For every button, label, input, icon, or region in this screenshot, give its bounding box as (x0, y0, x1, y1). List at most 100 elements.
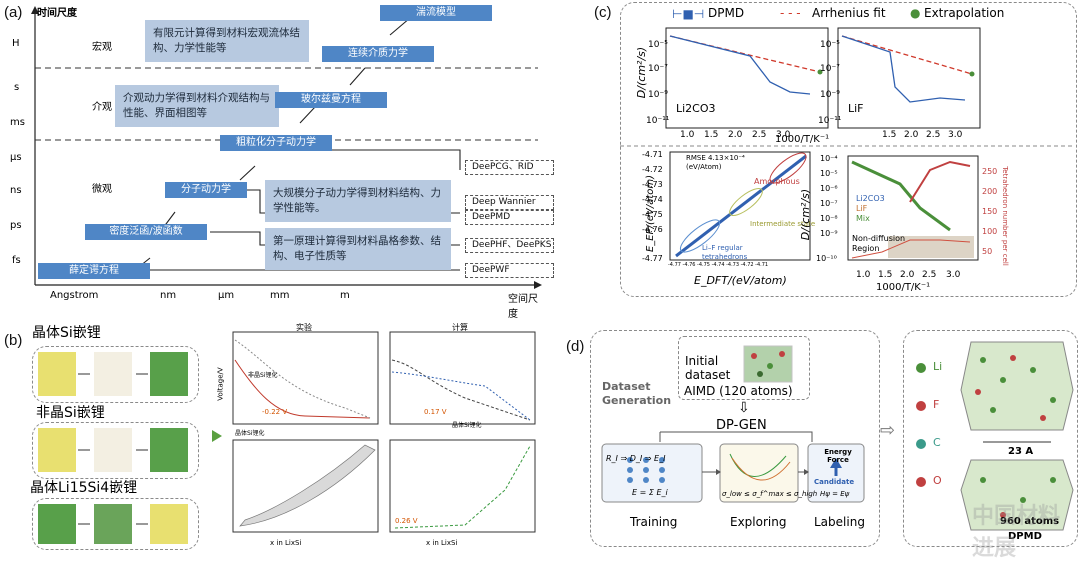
annotation-2: 晶体Si锂化 (235, 430, 265, 437)
panel-a-axes (31, 6, 542, 289)
d-tick-2: 10⁻⁵ (820, 169, 838, 178)
c-xtick-1: 1.0 (680, 130, 695, 140)
d-tick-1: 10⁻⁴ (820, 154, 838, 163)
panel-c-tag: (c) (594, 4, 612, 21)
desc-meso: 介观动力学得到材料介观结构与性能、界面相图等 (115, 85, 279, 127)
c-ytick-4: 10⁻¹¹ (646, 116, 670, 126)
method-cgmd: 粗粒化分子动力学 (220, 135, 332, 151)
e-ytick-1: -4.71 (642, 150, 663, 159)
annotation-3: 晶体Si锂化 (452, 422, 482, 429)
d-tick-7: 10⁻¹⁰ (816, 254, 837, 263)
training-label: Training (630, 515, 678, 529)
x-tick-angstrom: Angstrom (50, 290, 99, 301)
panel-c: ⊢■⊣ DPMD - - - Arrhenius fit ● Extrapola… (620, 2, 1075, 295)
non-diffusion-label: Non-diffusion Region (852, 234, 906, 253)
size-label: 23 A (1008, 446, 1034, 457)
legend-arrhenius-icon: - - - (780, 6, 801, 20)
method-md: 分子动力学 (165, 182, 247, 198)
v-label-2: 0.17 V (424, 408, 447, 416)
y-tick-ns: ns (10, 185, 22, 196)
dp-deepmd: DeePMD (465, 210, 554, 225)
dp-wannier: Deep Wannier (465, 195, 554, 210)
d-tick-4: 10⁻⁷ (820, 199, 838, 208)
d-tick-6: 10⁻⁹ (820, 229, 838, 238)
b-xlabel-2: x in LixSi (426, 539, 458, 547)
desc-md: 大规模分子动力学得到材料结构、力学性能等。 (265, 180, 451, 222)
dp-deepcg: DeePCG、RID (465, 160, 554, 175)
v-label-3: 0.26 V (395, 517, 418, 525)
panel-b: 晶体Si嵌锂 非晶Si嵌锂 晶体Li15Si4嵌锂 实验 计算 -0. (0, 320, 545, 550)
c-ytick-b3: 10⁻⁹ (820, 90, 840, 100)
y-tick-h: H (12, 38, 20, 49)
method-boltzmann: 玻尔兹曼方程 (275, 92, 387, 108)
yr-tick-3: 150 (982, 207, 998, 216)
c-xtick-3: 2.0 (728, 130, 743, 140)
y-tick-ms: ms (10, 117, 25, 128)
c-ytick-b1: 10⁻⁵ (820, 40, 840, 50)
atoms-label: 960 atoms (1000, 516, 1060, 527)
dpgen-loop (601, 431, 865, 503)
c-ytick-b4: 10⁻¹¹ (818, 116, 842, 126)
c-xlabel-1: 1000/T/K⁻¹ (775, 134, 830, 145)
c-ytick-3: 10⁻⁹ (648, 90, 668, 100)
x-tick-um: μm (218, 290, 235, 301)
c-xtick-b4: 3.0 (948, 130, 963, 140)
right-axis-label: Tetrahedron number per cell (1000, 166, 1009, 266)
exp-title: 实验 (296, 323, 312, 332)
d-tick-3: 10⁻⁶ (820, 184, 838, 193)
intermediate-label: Intermediate state (750, 220, 816, 228)
initial-dataset-box (678, 336, 810, 400)
panel-c-frame (620, 2, 1077, 297)
initial-dataset-label: Initial dataset (685, 354, 731, 382)
e-ytick-2: -4.72 (642, 165, 663, 174)
title-crystal-si: 晶体Si嵌锂 (32, 325, 101, 341)
annotation-1: 非晶Si锂化 (248, 372, 278, 379)
y-tick-s: s (14, 82, 20, 93)
element-o: O (933, 474, 942, 487)
legend-dpmd-icon: ⊢■⊣ (672, 7, 705, 21)
legend-dpmd: DPMD (708, 6, 745, 20)
dpgen-label: DP-GEN (716, 418, 767, 433)
method-continuum: 连续介质力学 (322, 46, 434, 62)
element-f: F (933, 398, 940, 411)
energy-xticks: -4.77 -4.76 -4.75 -4.74 -4.73 -4.72 -4.7… (668, 262, 769, 268)
c-xtick2-3: 2.0 (900, 270, 915, 280)
dp-deepwf: DeePWF (465, 263, 554, 278)
watermark: 中国材料进展 (972, 504, 1061, 561)
desc-macro: 有限元计算得到材料宏观流体结构、力学性能等 (145, 20, 309, 62)
calc-title: 计算 (452, 323, 468, 332)
dpmd-label: DPMD (1008, 531, 1042, 542)
aimd-label: AIMD (120 atoms) (684, 384, 793, 398)
label-candidate: Candidate (814, 478, 855, 486)
c-xtick2-5: 3.0 (946, 270, 961, 280)
voltage-plots (232, 331, 536, 533)
c-ytick-2: 10⁻⁷ (648, 64, 668, 74)
e-ytick-4: -4.74 (642, 195, 663, 204)
initial-structure-img (743, 345, 793, 383)
level-macro: 宏观 (92, 42, 112, 53)
element-c: C (933, 436, 941, 449)
title-amorph-si: 非晶Si嵌锂 (36, 405, 105, 421)
label-formula: Hψ = Eψ (820, 490, 850, 498)
level-micro: 微观 (92, 184, 112, 195)
c-ylabel-2: D/(cm²/s) (799, 188, 813, 241)
yr-tick-1: 250 (982, 167, 998, 176)
b-xlabel-1: x in LixSi (270, 539, 302, 547)
c-xtick2-1: 1.0 (856, 270, 871, 280)
desc-first: 第一原理计算得到材料晶格参数、结构、电子性质等 (265, 228, 451, 270)
c-ylabel-1: D/(cm²/s) (635, 46, 649, 99)
legend2-lif: LiF (856, 204, 868, 213)
c-label-li2co3: Li2CO3 (676, 102, 716, 115)
dp-deephf: DeePHF、DeePKS (465, 238, 554, 253)
diffusion-plots-top (665, 27, 981, 129)
b-ylabel: Voltage/V (216, 367, 225, 401)
x-tick-nm: nm (160, 290, 177, 301)
yr-tick-4: 100 (982, 227, 998, 236)
panel-d-tag: (d) (566, 338, 585, 355)
c-xtick-b1: 1.5 (882, 130, 897, 140)
c-ytick-b2: 10⁻⁷ (820, 64, 840, 74)
method-dft: 密度泛函/波函数 (85, 224, 207, 240)
c-xtick2-2: 1.5 (878, 270, 893, 280)
panel-d-structure (903, 330, 1078, 547)
method-schrodinger: 薛定谔方程 (38, 263, 150, 279)
